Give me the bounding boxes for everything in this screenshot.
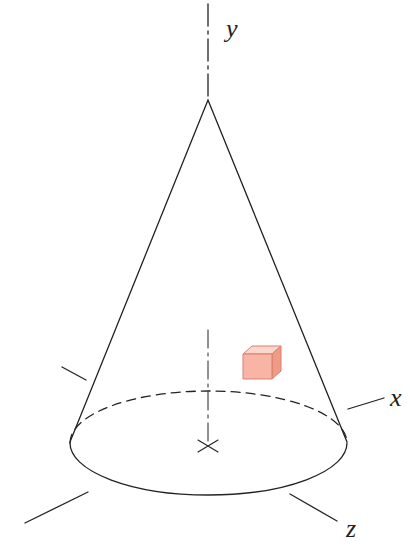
- axis-label: y: [226, 16, 238, 42]
- axis-extension: [25, 492, 88, 523]
- y-axis: [207, 4, 208, 100]
- base-back-edge: [70, 391, 347, 443]
- z-axis: [290, 494, 337, 521]
- cube: [243, 346, 281, 379]
- y-axis-hidden: [208, 330, 209, 442]
- centre-mark: [198, 440, 218, 452]
- axis-label: z: [346, 516, 356, 542]
- axis-label: x: [390, 385, 402, 411]
- cone-outline: [70, 100, 347, 442]
- axis-extension: [62, 367, 86, 380]
- x-axis: [348, 398, 384, 409]
- base-front-edge: [70, 443, 347, 495]
